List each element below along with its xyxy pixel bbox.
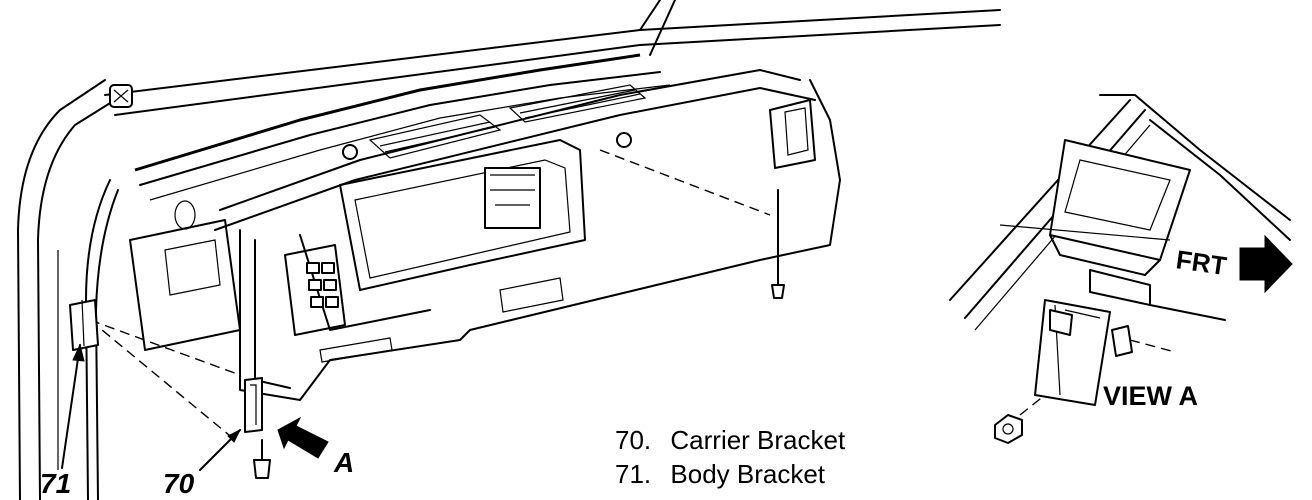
view-a-bracket	[1034, 269, 1151, 406]
legend-label-70: Carrier Bracket	[670, 425, 846, 455]
attachment-lines	[89, 149, 771, 441]
frt-label: FRT	[1174, 244, 1228, 281]
windshield-cowl	[104, 0, 1001, 201]
legend: 70. Carrier Bracket 71. Body Bracket	[615, 425, 846, 489]
view-a-arrow	[277, 416, 329, 459]
leader-lines	[61, 343, 242, 471]
svg-text:70. Carrier Bracket: 70. Carrier Bracket	[615, 425, 846, 455]
view-a-title: VIEW A	[1103, 381, 1198, 411]
switch-panel	[284, 244, 346, 336]
svg-text:71. Body Bracket: 71. Body Bracket	[615, 459, 826, 489]
instrument-panel	[129, 69, 841, 401]
body-pillar	[17, 79, 119, 500]
body-bracket	[69, 299, 99, 351]
callout-a: A	[333, 447, 354, 478]
legend-number-71: 71.	[615, 459, 651, 489]
callout-71: 71	[40, 468, 71, 499]
legend-label-71: Body Bracket	[670, 459, 825, 489]
view-a-detail	[949, 94, 1293, 444]
carrier-bracket	[244, 377, 271, 479]
defroster-grille	[368, 84, 647, 159]
callout-70: 70	[163, 468, 195, 499]
right-vent	[769, 99, 816, 169]
cluster-opening	[339, 139, 586, 291]
legend-number-70: 70.	[615, 425, 651, 455]
